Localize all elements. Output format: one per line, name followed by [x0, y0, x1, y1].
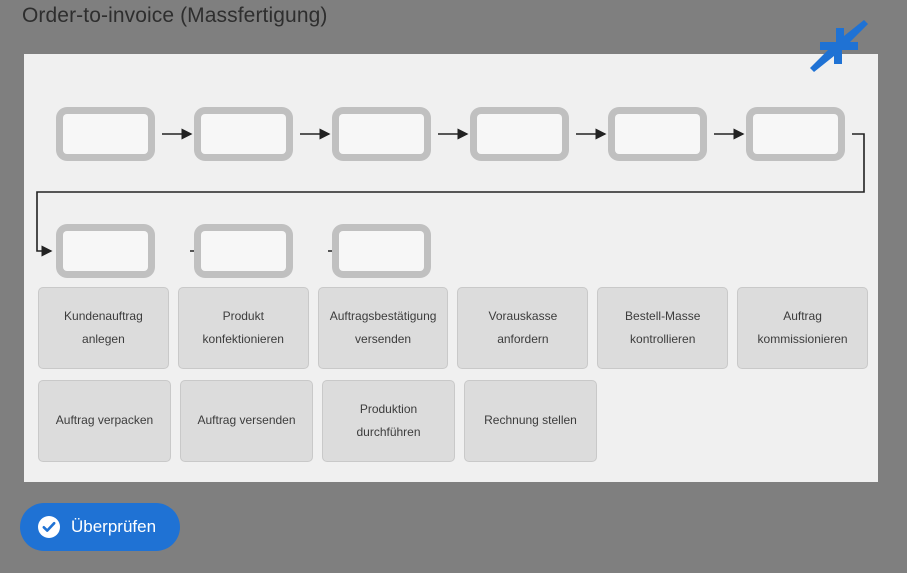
card-produkt-konfektionieren[interactable]: Produkt konfektionieren: [177, 287, 309, 369]
card-kundenauftrag-anlegen[interactable]: Kundenauftrag anlegen: [38, 287, 169, 369]
flow-slot-4[interactable]: [470, 107, 569, 161]
slot-inner: [339, 114, 424, 154]
card-line-1: Rechnung stellen: [484, 413, 577, 428]
flow-slot-6[interactable]: [746, 107, 845, 161]
card-auftrag-kommissionieren[interactable]: Auftrag kommissionieren: [737, 287, 868, 369]
card-row-2: Auftrag verpacken Auftrag versenden Prod…: [38, 380, 868, 462]
card-line-1: Produkt: [222, 309, 264, 324]
flow-slot-1[interactable]: [56, 107, 155, 161]
card-vorauskasse-anfordern[interactable]: Vorauskasse anfordern: [457, 287, 589, 369]
card-line-1: Vorauskasse: [488, 309, 558, 324]
card-line-1: Produktion: [359, 402, 418, 417]
card-palette: Kundenauftrag anlegen Produkt konfektion…: [38, 287, 868, 473]
card-line-2: versenden: [355, 331, 412, 346]
card-line-2: konfektionieren: [202, 331, 284, 346]
slot-inner: [615, 114, 700, 154]
flow-slot-2[interactable]: [194, 107, 293, 161]
page-title: Order-to-invoice (Massfertigung): [22, 4, 328, 27]
card-line-1: Bestell-Masse: [625, 309, 701, 324]
slot-inner: [753, 114, 838, 154]
card-line-2: anlegen: [82, 331, 125, 346]
card-line-1: Auftrag: [783, 309, 822, 324]
card-line-1: Kundenauftrag: [64, 309, 143, 324]
card-line-1: Auftragsbestätigung: [329, 309, 437, 324]
card-line-2: kontrollieren: [630, 331, 696, 346]
flow-canvas: Kundenauftrag anlegen Produkt konfektion…: [24, 54, 878, 482]
flow-slot-8[interactable]: [194, 224, 293, 278]
flow-slot-9[interactable]: [332, 224, 431, 278]
check-circle-icon: [38, 516, 60, 538]
flow-slot-7[interactable]: [56, 224, 155, 278]
card-auftragsbestaetigung-versenden[interactable]: Auftragsbestätigung versenden: [317, 287, 449, 369]
slot-inner: [63, 231, 148, 271]
card-auftrag-verpacken[interactable]: Auftrag verpacken: [38, 380, 171, 462]
slot-inner: [201, 114, 286, 154]
card-rechnung-stellen[interactable]: Rechnung stellen: [464, 380, 597, 462]
check-button[interactable]: Überprüfen: [20, 503, 181, 551]
slot-inner: [339, 231, 424, 271]
card-bestell-masse-kontrollieren[interactable]: Bestell-Masse kontrollieren: [597, 287, 729, 369]
card-line-2: anfordern: [497, 331, 549, 346]
flow-slots-area: [24, 54, 878, 284]
card-auftrag-versenden[interactable]: Auftrag versenden: [180, 380, 313, 462]
card-line-1: Auftrag versenden: [197, 413, 296, 428]
slot-inner: [63, 114, 148, 154]
flow-slot-3[interactable]: [332, 107, 431, 161]
slot-inner: [201, 231, 286, 271]
card-row-1: Kundenauftrag anlegen Produkt konfektion…: [38, 287, 868, 369]
check-button-label: Überprüfen: [71, 517, 157, 536]
slot-inner: [477, 114, 562, 154]
flow-slot-5[interactable]: [608, 107, 707, 161]
card-line-2: kommissionieren: [757, 331, 848, 346]
card-line-2: durchführen: [356, 424, 421, 439]
collapse-arrows-icon[interactable]: [808, 16, 870, 76]
card-produktion-durchfuehren[interactable]: Produktion durchführen: [322, 380, 455, 462]
card-line-1: Auftrag verpacken: [55, 413, 154, 428]
